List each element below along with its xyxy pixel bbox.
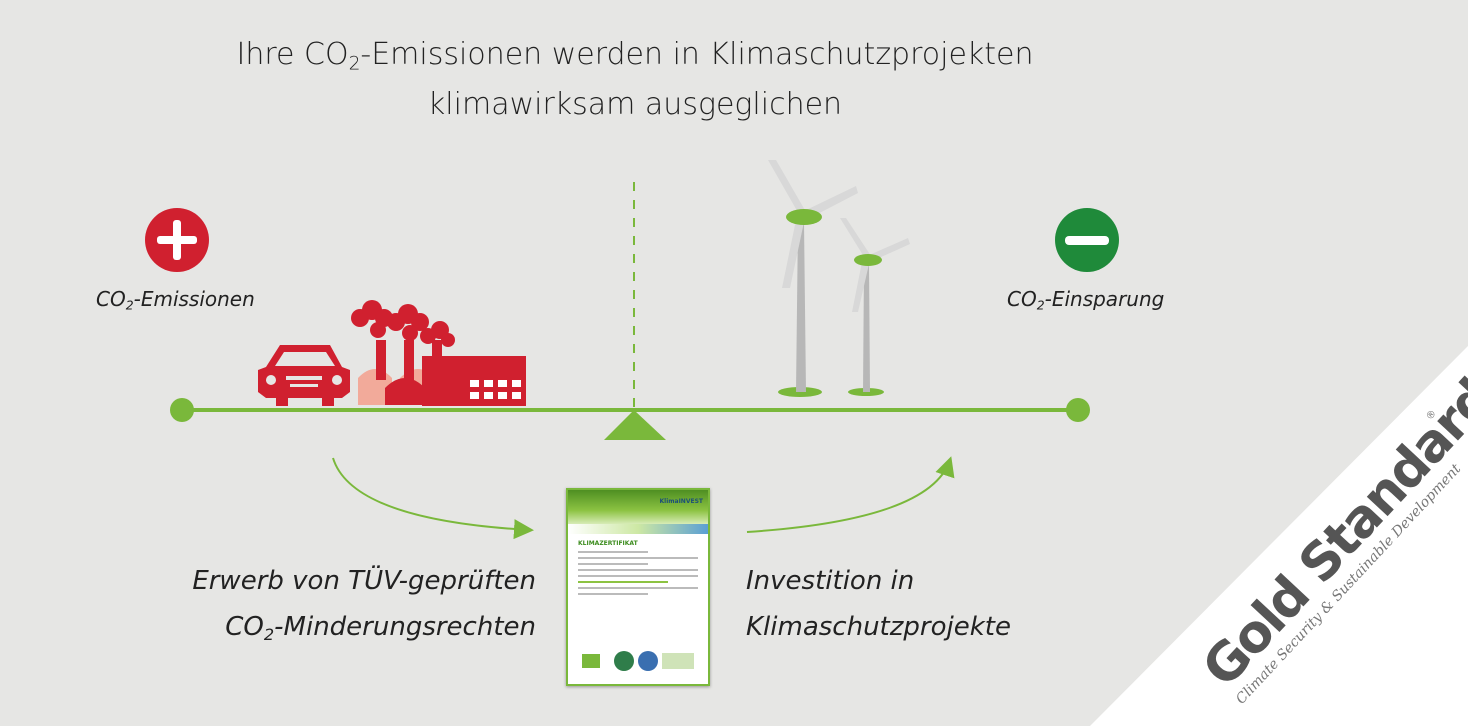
savings-label: CO2-Einsparung (1007, 287, 1165, 313)
title-line-1: Ihre CO2-Emissionen werden in Klimaschut… (236, 37, 1034, 75)
certificate-seals-icon (582, 651, 694, 671)
arrow-left-curve (332, 457, 534, 540)
plus-icon (145, 208, 209, 272)
page-title: Ihre CO2-Emissionen werden in Klimaschut… (200, 30, 1070, 130)
wind-turbine-small-icon (840, 218, 910, 396)
factory-icon (351, 300, 526, 406)
logo-corner-panel (1090, 346, 1468, 726)
certificate-brand: KlimaINVEST (659, 498, 703, 505)
certificate-seals (582, 650, 694, 672)
minus-icon (1055, 208, 1119, 272)
arrow-right-curve (746, 456, 955, 533)
title-line-2: klimawirksam ausgeglichen (427, 87, 843, 122)
beam-end-left (170, 398, 194, 422)
climate-certificate: KlimaINVEST KLIMAZERTIFIKAT (566, 488, 710, 686)
purchase-label: Erwerb von TÜV-geprüften CO2-Minderungsr… (192, 566, 536, 644)
beam-end-right (1066, 398, 1090, 422)
emissions-label: CO2-Emissionen (96, 287, 255, 313)
wind-turbine-large-icon (768, 160, 858, 397)
car-icon (258, 345, 350, 406)
certificate-title: KLIMAZERTIFIKAT (578, 540, 638, 547)
certificate-wave (568, 524, 708, 534)
certificate-header: KlimaINVEST (568, 490, 708, 524)
investment-label: Investition in Klimaschutzprojekte (746, 566, 1011, 642)
fulcrum-triangle (604, 410, 666, 440)
